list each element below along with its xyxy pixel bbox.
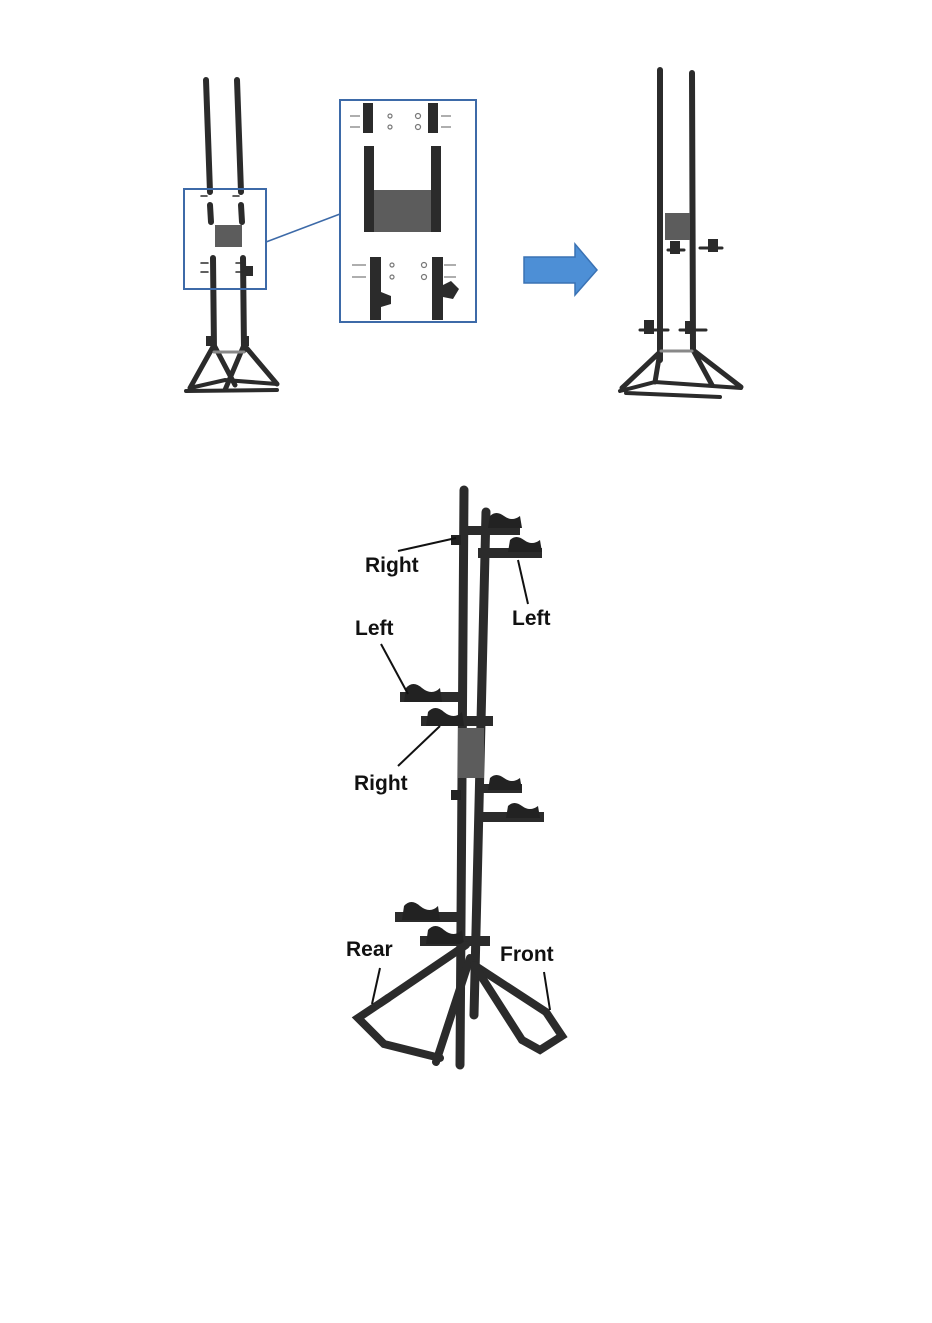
label-rear: Rear [346,938,393,961]
label-right-top: Right [365,554,419,577]
right-arrow-icon [524,244,597,295]
label-left-mid: Left [355,617,394,640]
label-front: Front [500,943,554,966]
label-right-mid: Right [354,772,408,795]
callout-leader-line [266,214,340,242]
label-left-top: Left [512,607,551,630]
assembled-mounting-plate [665,213,690,240]
mounting-plate [215,225,242,247]
detail-zoom-view [340,100,476,322]
